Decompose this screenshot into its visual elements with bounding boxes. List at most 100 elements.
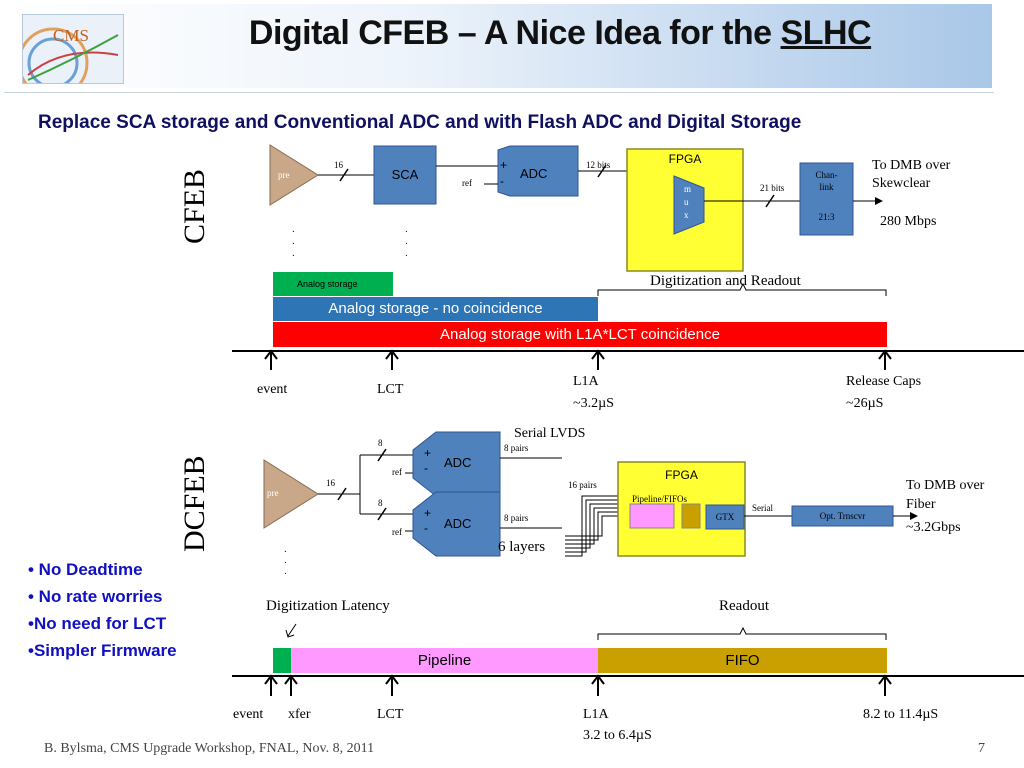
pairs8-top: 8 pairs (504, 443, 529, 453)
cfeb-sca-box (373, 145, 437, 205)
pipeline-fifos-label: Pipeline/FIFOs (632, 494, 688, 504)
svg-text:.: . (284, 555, 287, 566)
footer-text: B. Bylsma, CMS Upgrade Workshop, FNAL, N… (44, 741, 375, 756)
dcfeb-t-xfer: xfer (288, 707, 311, 722)
dcfeb-t-l1a-val: 3.2 to 6.4µS (583, 728, 652, 743)
dcfeb-8-top: 8 (378, 438, 383, 448)
cfeb-adc-label: ADC (520, 166, 548, 181)
pairs16-label: 16 pairs (568, 480, 597, 490)
chanlink-line2: link (819, 182, 834, 192)
bar-analog-storage: Analog storage (273, 272, 393, 296)
dcfeb-fpga-label: FPGA (665, 468, 698, 482)
digitization-latency-label: Digitization Latency (266, 598, 390, 614)
cfeb-rate: 280 Mbps (880, 214, 937, 229)
cfeb-adc-plus: + (500, 158, 508, 172)
dcfeb-ref-top: ref (392, 467, 402, 477)
serial-lvds-label: Serial LVDS (514, 426, 586, 441)
dcfeb-ref-bottom: ref (392, 527, 402, 537)
svg-text:.: . (405, 224, 408, 235)
svg-text:.: . (284, 544, 287, 555)
mux-m: m (684, 184, 692, 194)
cfeb-chanlink-box (799, 162, 854, 236)
cfeb-16-label: 16 (334, 160, 343, 170)
dcfeb-t-l1a: L1A (583, 707, 609, 722)
dcfeb-t-end: 8.2 to 11.4µS (863, 707, 939, 722)
svg-text:.: . (284, 566, 287, 577)
chanlink-ratio: 21:3 (818, 212, 835, 222)
title-underlined: SLHC (780, 14, 872, 52)
cfeb-t-l1a-val: ~3.2µS (573, 396, 614, 411)
opt-trnscvr-label: Opt. Trnscvr (819, 511, 866, 521)
cfeb-t-event: event (257, 382, 288, 397)
dcfeb-dmb-line2: Fiber (906, 497, 936, 512)
cfeb-dmb-line2: Skewclear (872, 176, 931, 191)
page-number: 7 (978, 741, 985, 756)
bar-pipeline: Pipeline (291, 648, 598, 673)
dcfeb-adc-bottom-label: ADC (444, 516, 472, 531)
cfeb-dmb-line1: To DMB over (872, 158, 951, 173)
logo-text: CMS (53, 26, 89, 45)
svg-text:.: . (405, 236, 408, 247)
cfeb-adc-minus: - (500, 174, 504, 188)
readout-label: Readout (719, 598, 769, 614)
bar-analog-no-coincidence: Analog storage - no coincidence (273, 297, 598, 321)
dcfeb-adc-bot-minus: - (424, 521, 428, 535)
cms-logo: CMS (22, 14, 124, 84)
cfeb-t-lct: LCT (377, 382, 404, 397)
cfeb-pre-amp (269, 144, 319, 206)
gtx-label: GTX (715, 512, 735, 522)
dcfeb-t-event: event (233, 707, 264, 722)
mux-x: x (684, 210, 689, 220)
cfeb-12bits-label: 12 bits (586, 160, 611, 170)
dcfeb-adc-bot-plus: + (424, 506, 432, 520)
dcfeb-adc-top-label: ADC (444, 455, 472, 470)
serial-label: Serial (752, 503, 773, 513)
bullet-item: • No rate worries (28, 587, 163, 606)
bar-digitization (273, 648, 291, 673)
page-title: Digital CFEB – A Nice Idea for the SLHC (248, 14, 872, 52)
gtx-box (705, 504, 745, 530)
bullet-item: •No need for LCT (28, 614, 167, 633)
slide-header (4, 4, 992, 88)
chanlink-line1: Chan- (815, 170, 838, 180)
svg-text:.: . (292, 224, 295, 235)
dcfeb-adc-bottom (412, 491, 501, 557)
pairs8-bottom: 8 pairs (504, 513, 529, 523)
fifo-block (681, 503, 701, 529)
dcfeb-rate: ~3.2Gbps (906, 520, 961, 535)
cfeb-21bits-label: 21 bits (760, 183, 785, 193)
dcfeb-label: DCFEB (178, 455, 211, 552)
svg-text:.: . (292, 248, 295, 259)
dcfeb-8-bottom: 8 (378, 498, 383, 508)
digitization-readout-label: Digitization and Readout (650, 273, 801, 289)
svg-text:.: . (405, 248, 408, 259)
mux-u: u (684, 197, 689, 207)
dcfeb-pre-label: pre (267, 488, 279, 498)
cfeb-sca-label: SCA (391, 167, 419, 182)
bar-fifo: FIFO (598, 648, 887, 673)
cfeb-t-l1a: L1A (573, 374, 599, 389)
dcfeb-t-lct: LCT (377, 707, 404, 722)
bullet-list: • No Deadtime • No rate worries •No need… (28, 556, 177, 664)
cfeb-pre-label: pre (278, 170, 290, 180)
cfeb-adc (497, 145, 579, 197)
slide-subtitle: Replace SCA storage and Conventional ADC… (38, 112, 802, 133)
six-layers-label: 6 layers (498, 539, 546, 555)
dcfeb-dmb-line1: To DMB over (906, 478, 985, 493)
cfeb-fpga-label: FPGA (668, 152, 702, 166)
cfeb-t-release-val: ~26µS (846, 396, 884, 411)
cfeb-t-release: Release Caps (846, 374, 922, 389)
bullet-item: •Simpler Firmware (28, 641, 177, 660)
bar-analog-l1a-lct: Analog storage with L1A*LCT coincidence (273, 322, 887, 347)
svg-text:.: . (292, 236, 295, 247)
cfeb-mux (673, 175, 705, 235)
header-divider (4, 92, 994, 93)
dcfeb-adc-top-minus: - (424, 461, 428, 475)
pipeline-block (629, 503, 675, 529)
dcfeb-16-label: 16 (326, 478, 335, 488)
cfeb-ref-label: ref (462, 178, 472, 188)
dcfeb-adc-top-plus: + (424, 446, 432, 460)
bullet-item: • No Deadtime (28, 560, 143, 579)
dcfeb-pre-amp (263, 459, 319, 529)
